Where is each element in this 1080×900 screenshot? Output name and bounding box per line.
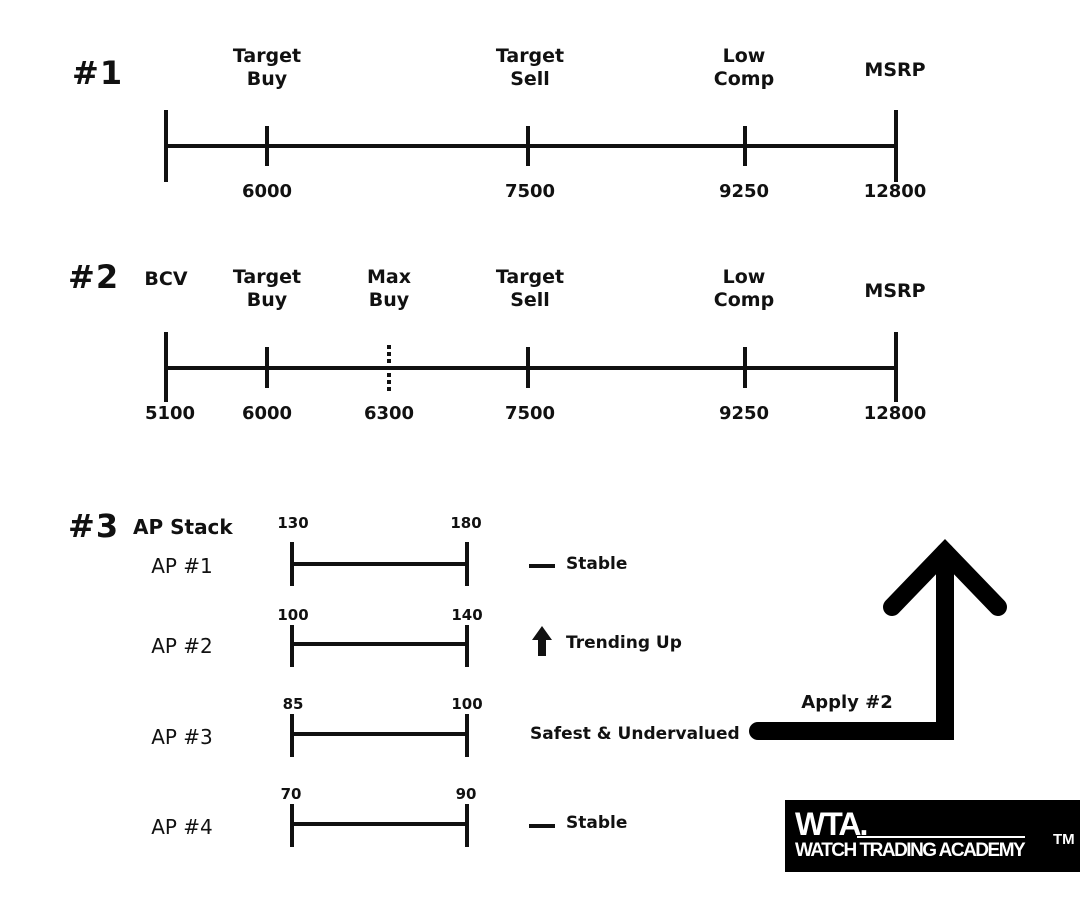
s2-value-target-sell: 7500 (504, 403, 556, 424)
ap2-low: 100 (277, 606, 309, 624)
ap2-name: AP #2 (151, 634, 213, 658)
logo-underline (857, 836, 1025, 838)
apply-label: Apply #2 (801, 692, 893, 713)
ap1-trend: Stable (566, 554, 628, 574)
section2-tag: #2 (68, 258, 120, 296)
s2-value-bcv: 5100 (144, 403, 196, 424)
ap4-trend: Stable (566, 813, 628, 833)
ap1-name: AP #1 (151, 554, 213, 578)
s2-label-bcv: BCV (144, 268, 188, 290)
s1-value-target-buy: 6000 (241, 181, 293, 202)
ap4-low: 70 (280, 785, 302, 803)
s2-label-msrp: MSRP (864, 280, 926, 302)
ap3-name: AP #3 (151, 725, 213, 749)
s2-value-msrp: 12800 (863, 403, 927, 424)
up-arrow-icon (532, 626, 552, 656)
ap1-high: 180 (450, 514, 482, 532)
logo-subtitle: WATCH TRADING ACADEMY (795, 840, 1026, 861)
wta-logo: WTA. WATCH TRADING ACADEMY TM (785, 800, 1080, 872)
s1-value-target-sell: 7500 (504, 181, 556, 202)
s2-value-max-buy: 6300 (363, 403, 415, 424)
ap3-high: 100 (451, 695, 483, 713)
logo-trademark: TM (1053, 831, 1075, 848)
ap1-low: 130 (277, 514, 309, 532)
ap3-trend: Safest & Undervalued (530, 724, 740, 744)
s1-label-msrp: MSRP (864, 59, 926, 81)
section3-tag: #3 (68, 507, 120, 545)
section1-tag: #1 (72, 54, 124, 92)
ap4-name: AP #4 (151, 815, 213, 839)
ap-stack-title: AP Stack (133, 515, 233, 539)
ap2-trend: Trending Up (566, 633, 682, 653)
ap2-high: 140 (451, 606, 483, 624)
ap3-low: 85 (282, 695, 304, 713)
ap4-high: 90 (455, 785, 477, 803)
s1-value-low-comp: 9250 (718, 181, 770, 202)
s2-value-target-buy: 6000 (241, 403, 293, 424)
logo-wordmark: WTA. (795, 806, 868, 842)
s1-value-msrp: 12800 (863, 181, 927, 202)
s2-value-low-comp: 9250 (718, 403, 770, 424)
apply-arrow-icon (749, 539, 1007, 740)
